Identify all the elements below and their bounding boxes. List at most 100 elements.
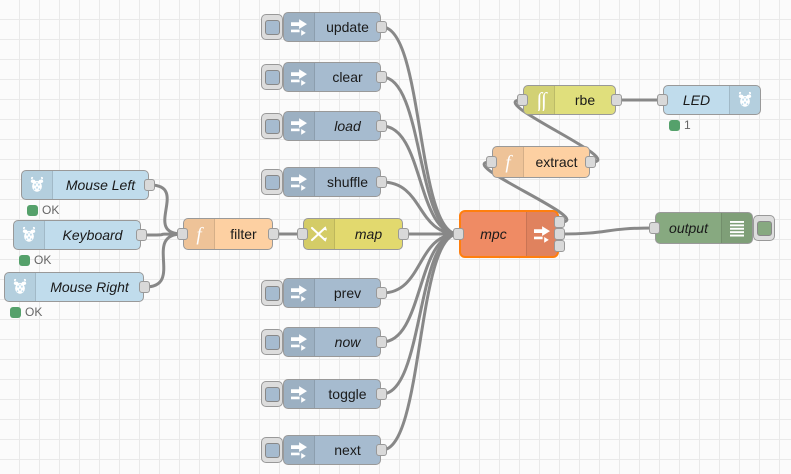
- wire-keyboard-to-filter[interactable]: [140, 232, 184, 237]
- wire-mouse-left-to-filter[interactable]: [148, 183, 184, 236]
- status-text-mouse-left: OK: [42, 203, 60, 217]
- node-update[interactable]: update: [283, 12, 381, 42]
- status-dot-icon: [27, 204, 38, 216]
- output-port-mpc-1[interactable]: [554, 228, 565, 240]
- output-port-load-0[interactable]: [376, 120, 387, 132]
- inject-button-update[interactable]: [261, 14, 283, 40]
- status-led: 1: [669, 118, 691, 132]
- node-led[interactable]: LED: [663, 85, 761, 115]
- output-port-toggle-0[interactable]: [376, 388, 387, 400]
- inject-arrow-icon: [284, 168, 315, 196]
- node-clear[interactable]: clear: [283, 62, 381, 92]
- output-port-extract-0[interactable]: [585, 156, 596, 168]
- node-label-now: now: [334, 334, 361, 350]
- status-text-keyboard: OK: [34, 253, 52, 267]
- node-mpc[interactable]: mpc: [459, 210, 559, 258]
- inject-button-shuffle[interactable]: [261, 169, 283, 195]
- output-port-shuffle-0[interactable]: [376, 176, 387, 188]
- wire-mouse-right-to-filter[interactable]: [143, 232, 184, 289]
- output-port-map-0[interactable]: [398, 228, 409, 240]
- wire-now-to-mpc[interactable]: [380, 232, 460, 344]
- node-label-prev: prev: [333, 285, 362, 301]
- inject-button-load[interactable]: [261, 113, 283, 139]
- status-dot-icon: [669, 119, 680, 131]
- wire-clear-to-mpc[interactable]: [380, 75, 460, 236]
- node-label-clear: clear: [332, 69, 363, 85]
- node-toggle[interactable]: toggle: [283, 379, 381, 409]
- input-port-map[interactable]: [297, 228, 308, 240]
- inject-arrow-icon: [284, 13, 315, 41]
- svg-text:f: f: [505, 153, 513, 174]
- inject-button-prev[interactable]: [261, 280, 283, 306]
- svg-text:∫: ∫: [539, 89, 548, 111]
- output-port-mpc-2[interactable]: [554, 240, 565, 252]
- output-port-filter-0[interactable]: [268, 228, 279, 240]
- node-mouse-left[interactable]: Mouse Left: [21, 170, 149, 200]
- inject-arrow-icon: [284, 112, 315, 140]
- svg-text:f: f: [196, 225, 204, 246]
- node-now[interactable]: now: [283, 327, 381, 357]
- raspberry-pi-icon: [14, 221, 45, 249]
- status-text-mouse-right: OK: [25, 305, 43, 319]
- switch-icon: [304, 219, 335, 249]
- wire-next-to-mpc[interactable]: [380, 232, 460, 452]
- rbe-integral-icon: ∫∫: [524, 86, 555, 114]
- output-port-now-0[interactable]: [376, 336, 387, 348]
- node-next[interactable]: next: [283, 435, 381, 465]
- output-port-keyboard-0[interactable]: [136, 229, 147, 241]
- debug-lines-icon: [721, 213, 752, 243]
- node-label-next: next: [334, 442, 361, 458]
- inject-button-next[interactable]: [261, 437, 283, 463]
- function-f-icon: f: [493, 147, 524, 177]
- node-label-filter: filter: [230, 226, 257, 242]
- node-label-shuffle: shuffle: [327, 174, 368, 190]
- node-rbe[interactable]: ∫∫rbe: [523, 85, 616, 115]
- wire-toggle-to-mpc[interactable]: [380, 232, 460, 396]
- node-map[interactable]: map: [303, 218, 403, 250]
- node-output[interactable]: output: [655, 212, 753, 244]
- node-label-update: update: [326, 19, 369, 35]
- node-load[interactable]: load: [283, 111, 381, 141]
- output-port-mpc-0[interactable]: [554, 216, 565, 228]
- input-port-filter[interactable]: [177, 228, 188, 240]
- output-port-rbe-0[interactable]: [611, 94, 622, 106]
- node-prev[interactable]: prev: [283, 278, 381, 308]
- status-dot-icon: [19, 254, 30, 266]
- raspberry-pi-icon: [22, 171, 53, 199]
- node-label-load: load: [334, 118, 361, 134]
- status-dot-icon: [10, 306, 21, 318]
- output-port-clear-0[interactable]: [376, 71, 387, 83]
- node-shuffle[interactable]: shuffle: [283, 167, 381, 197]
- inject-button-clear[interactable]: [261, 64, 283, 90]
- node-keyboard[interactable]: Keyboard: [13, 220, 141, 250]
- wire-mpc-to-output[interactable]: [558, 226, 656, 236]
- input-port-rbe[interactable]: [517, 94, 528, 106]
- inject-button-now[interactable]: [261, 329, 283, 355]
- inject-arrow-icon: [284, 328, 315, 356]
- node-label-extract: extract: [535, 154, 578, 170]
- input-port-led[interactable]: [657, 94, 668, 106]
- node-label-output: output: [669, 220, 708, 236]
- node-filter[interactable]: f filter: [183, 218, 273, 250]
- node-mouse-right[interactable]: Mouse Right: [4, 272, 144, 302]
- input-port-output[interactable]: [649, 222, 660, 234]
- wire-update-to-mpc[interactable]: [380, 25, 460, 236]
- output-port-next-0[interactable]: [376, 444, 387, 456]
- output-port-mouse-right-0[interactable]: [139, 281, 150, 293]
- raspberry-pi-icon: [729, 86, 760, 114]
- status-keyboard: OK: [19, 253, 51, 267]
- node-extract[interactable]: f extract: [492, 146, 590, 178]
- input-port-mpc[interactable]: [453, 228, 464, 240]
- debug-toggle-output[interactable]: [753, 215, 775, 241]
- input-port-extract[interactable]: [486, 156, 497, 168]
- inject-arrow-icon: [284, 279, 315, 307]
- node-label-mouse-left: Mouse Left: [65, 177, 136, 193]
- output-port-mouse-left-0[interactable]: [144, 179, 155, 191]
- status-mouse-left: OK: [27, 203, 59, 217]
- node-label-led: LED: [682, 92, 711, 108]
- output-port-update-0[interactable]: [376, 21, 387, 33]
- inject-arrow-icon: [284, 380, 315, 408]
- output-port-prev-0[interactable]: [376, 287, 387, 299]
- inject-button-toggle[interactable]: [261, 381, 283, 407]
